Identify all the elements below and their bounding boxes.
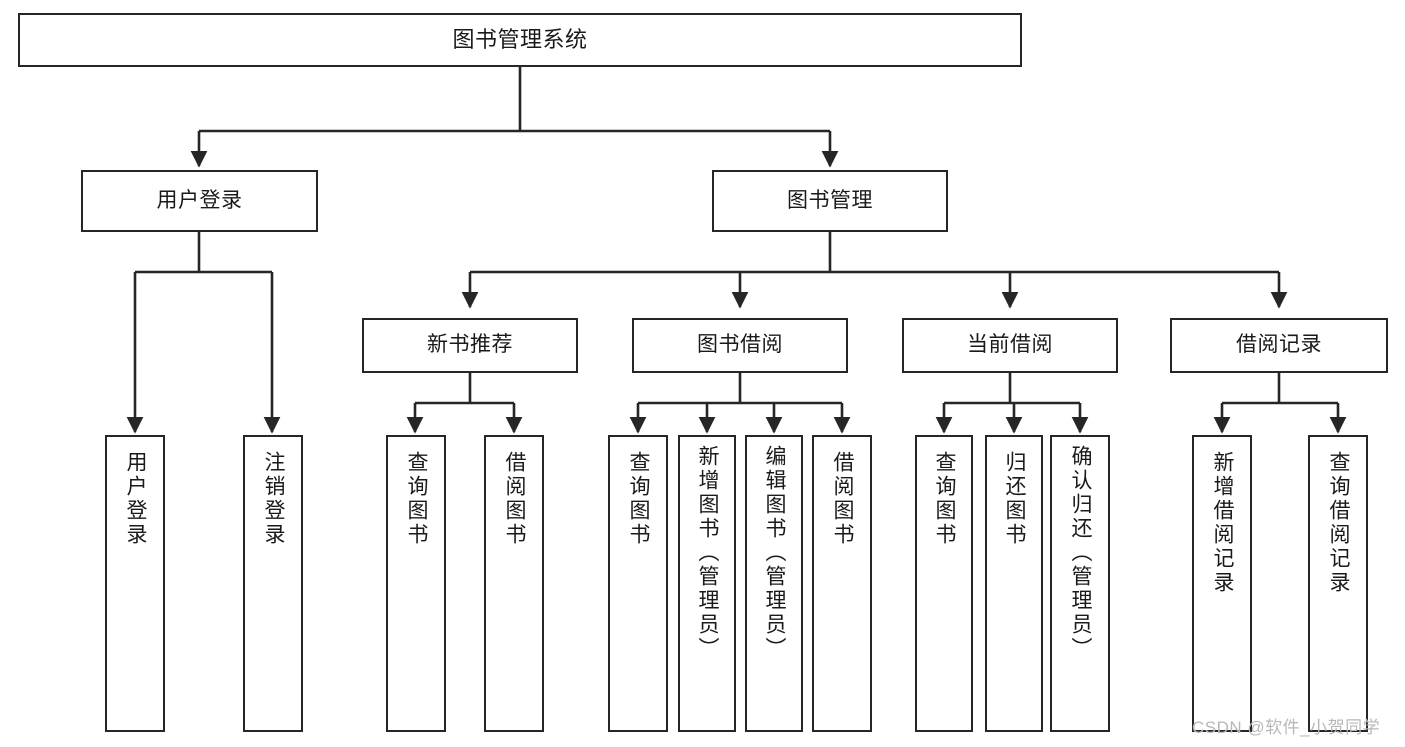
node-leaf-logout[interactable]: 注销登录 — [243, 435, 303, 732]
node-current-borrow[interactable]: 当前借阅 — [902, 318, 1118, 373]
node-book-manage-label: 图书管理 — [787, 188, 873, 212]
node-leaf-add-book[interactable]: 新增图书（管理员） — [678, 435, 736, 732]
node-leaf-add-record-label: 新增借阅记录 — [1211, 451, 1235, 595]
node-leaf-return-book-label: 归还图书 — [1003, 451, 1027, 547]
node-book-borrow-label: 图书借阅 — [697, 333, 783, 357]
node-leaf-query-book-1[interactable]: 查询图书 — [386, 435, 446, 732]
node-leaf-confirm-return[interactable]: 确认归还（管理员） — [1050, 435, 1110, 732]
node-leaf-edit-book[interactable]: 编辑图书（管理员） — [745, 435, 803, 732]
node-current-borrow-label: 当前借阅 — [967, 333, 1053, 357]
node-book-manage[interactable]: 图书管理 — [712, 170, 948, 232]
node-leaf-add-record[interactable]: 新增借阅记录 — [1192, 435, 1252, 732]
node-leaf-confirm-return-label: 确认归还（管理员） — [1069, 445, 1093, 661]
node-leaf-query-book-2-label: 查询图书 — [627, 451, 651, 547]
node-leaf-user-login-label: 用户登录 — [124, 451, 148, 547]
node-leaf-user-login[interactable]: 用户登录 — [105, 435, 165, 732]
node-leaf-borrow-book-1-label: 借阅图书 — [503, 451, 527, 547]
node-new-book-rec[interactable]: 新书推荐 — [362, 318, 578, 373]
node-leaf-query-record-label: 查询借阅记录 — [1327, 451, 1351, 595]
node-leaf-return-book[interactable]: 归还图书 — [985, 435, 1043, 732]
node-book-borrow[interactable]: 图书借阅 — [632, 318, 848, 373]
node-leaf-query-book-1-label: 查询图书 — [405, 451, 429, 547]
node-user-login[interactable]: 用户登录 — [81, 170, 318, 232]
node-leaf-query-record[interactable]: 查询借阅记录 — [1308, 435, 1368, 732]
node-leaf-borrow-book-1[interactable]: 借阅图书 — [484, 435, 544, 732]
node-borrow-record-label: 借阅记录 — [1236, 333, 1322, 357]
node-leaf-edit-book-label: 编辑图书（管理员） — [763, 445, 787, 661]
node-user-login-label: 用户登录 — [156, 188, 243, 212]
node-leaf-query-book-2[interactable]: 查询图书 — [608, 435, 668, 732]
node-leaf-add-book-label: 新增图书（管理员） — [696, 445, 720, 661]
node-leaf-query-book-3-label: 查询图书 — [933, 451, 957, 547]
node-root[interactable]: 图书管理系统 — [18, 13, 1022, 67]
node-leaf-query-book-3[interactable]: 查询图书 — [915, 435, 973, 732]
node-root-label: 图书管理系统 — [452, 27, 588, 53]
node-leaf-logout-label: 注销登录 — [262, 451, 286, 547]
node-new-book-rec-label: 新书推荐 — [427, 333, 513, 357]
node-leaf-borrow-book-2[interactable]: 借阅图书 — [812, 435, 872, 732]
node-borrow-record[interactable]: 借阅记录 — [1170, 318, 1388, 373]
watermark: CSDN @软件_小贺同学 — [1192, 718, 1381, 737]
node-leaf-borrow-book-2-label: 借阅图书 — [831, 451, 855, 547]
